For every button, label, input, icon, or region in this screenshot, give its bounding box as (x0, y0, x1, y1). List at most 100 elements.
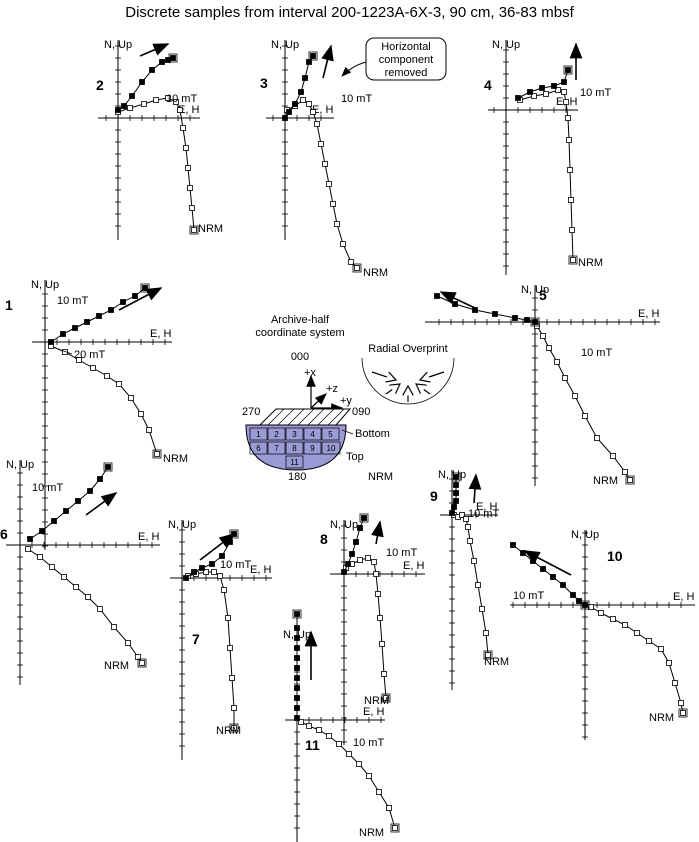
core-cell-label-3: 3 (292, 430, 297, 439)
plot-5-direction-arrow (439, 291, 476, 309)
plot-7-filled-point (183, 575, 189, 581)
plot-8-nrm-label: NRM (364, 695, 389, 707)
plot-4-open-point (531, 93, 537, 99)
plot-10-filled-point (530, 558, 536, 564)
plot-4-open-point (566, 137, 572, 143)
core-cell-7 (267, 441, 286, 455)
plot-7-e-h-label: E, H (250, 564, 271, 576)
plot-7-open-point (221, 587, 227, 593)
coord-axis-x-label: +x (304, 367, 316, 379)
plot-5-open-point (572, 393, 578, 399)
plot-6-open-point (111, 624, 117, 630)
plot-3-filled-point (298, 89, 304, 95)
plot-1-filled-point (108, 307, 114, 313)
plot-8-open-point (365, 555, 371, 561)
plot-10-filled-point (510, 542, 516, 548)
plot-10-direction-arrow (523, 550, 572, 576)
plot-4-filled-point (515, 95, 521, 101)
plot-2-filled-point (170, 55, 176, 61)
plot-9-open-point (485, 652, 491, 658)
plot-1-open-point (104, 373, 110, 379)
callout-pointer (341, 61, 367, 77)
plot-3-open-point (322, 161, 328, 167)
plot-3-open-point (354, 265, 360, 271)
plot-6-open-point (37, 554, 43, 560)
plot-4-open-point (570, 257, 576, 263)
plot-7-open-point (231, 705, 237, 711)
plot-10-nrm-label: NRM (649, 712, 674, 724)
plot-6-open-point (61, 574, 67, 580)
plot-2-open-point (153, 97, 159, 103)
plot-10-open-point (634, 630, 640, 636)
plot-10-vertical-path (590, 606, 684, 714)
plot-4-filled-point (539, 85, 545, 91)
plot-10-filled-point (560, 582, 566, 588)
core-cell-4 (303, 427, 322, 441)
plot-9-filled-point (451, 504, 457, 510)
plot-8-open-point (375, 591, 381, 597)
plot-6-filled-point (51, 518, 57, 524)
plot-4-number: 4 (484, 77, 492, 93)
core-cell-10 (321, 441, 341, 455)
plot-7-open-point (229, 675, 235, 681)
plot-3-filled-point (286, 109, 292, 115)
plot-4-nrm-box (568, 255, 578, 265)
plot-8-vertical-path (345, 557, 387, 699)
plot-5-horizontal-path (436, 295, 536, 323)
plot-9-filled-point (453, 490, 459, 496)
plot-3-open-point (326, 181, 332, 187)
plot-1-10mt-label: 10 mT (57, 295, 88, 307)
plot-11-filled-point (294, 715, 300, 721)
plot-8-open-point (357, 557, 363, 563)
plot-9-e-h-label: E, H (476, 501, 497, 513)
plot-10-filled-point (550, 574, 556, 580)
plot-11-filled-point (294, 685, 300, 691)
plot-11-open-point (366, 773, 372, 779)
plot-5-nrm-label: NRM (593, 475, 618, 487)
plot-5-filled-point (472, 307, 478, 313)
plot-6-open-point (97, 606, 103, 612)
plot-3-open-point (340, 241, 346, 247)
plot-6-open-point (73, 584, 79, 590)
plot-11-nrm-label: NRM (359, 827, 384, 839)
plot-10-open-point (666, 660, 672, 666)
plot-5-nrm-box-filled (530, 317, 540, 327)
coord-top-label: Top (346, 451, 364, 463)
plot-2-n-up-label: N, Up (104, 39, 132, 51)
core-cell-9 (303, 441, 322, 455)
plot-1-open-point (154, 451, 160, 457)
plot-7-open-point (203, 569, 209, 575)
plot-6-open-point (85, 594, 91, 600)
core-cell-label-1: 1 (256, 430, 261, 439)
plot-11-filled-point (294, 675, 300, 681)
plot-3-filled-point (282, 115, 288, 121)
plot-1-filled-point (142, 285, 148, 291)
plot-3-open-point (310, 109, 316, 115)
plot-10-filled-point (582, 602, 588, 608)
plot-11-10mt-label: 10 mT (353, 737, 384, 749)
plot-7-open-point (217, 573, 223, 579)
plot-3-nrm-box (352, 263, 362, 273)
plot-3-number: 3 (260, 75, 268, 91)
plot-1-filled-point (48, 339, 54, 345)
core-cell-1 (249, 427, 268, 441)
plot-10-filled-point (520, 550, 526, 556)
coord-deg-090: 090 (352, 406, 370, 418)
radial-overprint-diagram: Radial Overprint (361, 343, 455, 405)
plot-7-nrm-box (229, 723, 239, 733)
plot-1-open-point (138, 411, 144, 417)
plot-1-open-point (128, 395, 134, 401)
plot-8-direction-arrow (371, 520, 384, 545)
plot-3-filled-point (292, 101, 298, 107)
plot-9-open-point (463, 516, 469, 522)
plot-9-nrm-box (483, 650, 493, 660)
plot-11-open-point (306, 723, 312, 729)
plot-8-open-point (377, 615, 383, 621)
plot-10-open-point (680, 710, 686, 716)
plot-6-vertical-path (27, 548, 143, 664)
